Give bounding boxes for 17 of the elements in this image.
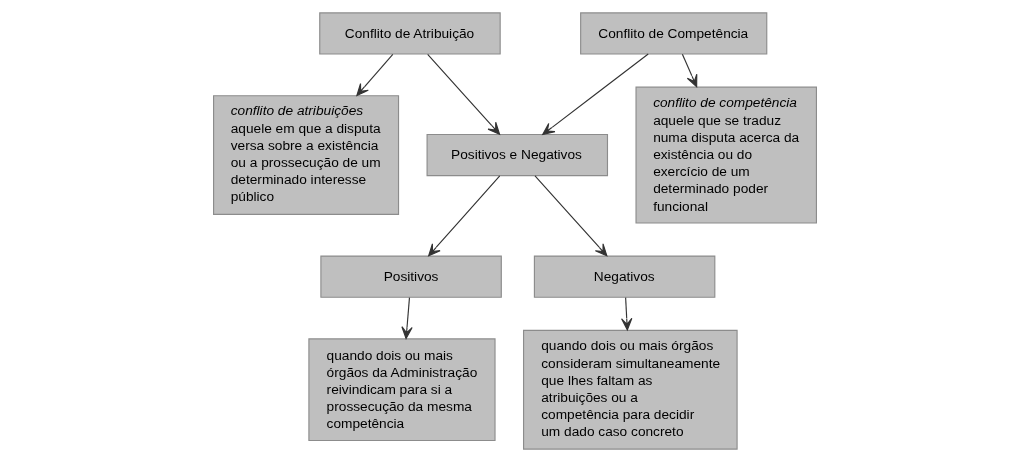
arrow: [428, 175, 501, 257]
arrow: [427, 53, 501, 135]
node-box: quando dois ou mais órgãos da Administração reivindicam para si a prossecução da mesma competência: [308, 338, 496, 442]
node-box: Negativos: [533, 255, 716, 298]
node-box: Conflito de Competência: [580, 12, 768, 55]
arrow: [401, 297, 413, 340]
node-box: conflito de atribuições aquele em que a disputa versa sobre a existência ou a prossecução de um determinado interesse público: [213, 95, 400, 215]
node-box: conflito de competência aquele que se traduz numa disputa acerca da existência ou do exercício de um determinado poder funcional: [635, 86, 817, 224]
arrow: [356, 53, 394, 97]
arrow: [542, 53, 649, 136]
arrow: [534, 175, 608, 257]
node-box: Positivos: [320, 255, 502, 298]
arrow: [621, 297, 633, 331]
node-box: Positivos e Negativos: [426, 133, 609, 177]
node-box: quando dois ou mais órgãos consideram simultaneamente que lhes faltam as atribuições ou a competência para decidir um dado caso concreto: [523, 329, 738, 450]
node-box: Conflito de Atribuição: [319, 12, 501, 55]
arrow: [681, 53, 698, 88]
